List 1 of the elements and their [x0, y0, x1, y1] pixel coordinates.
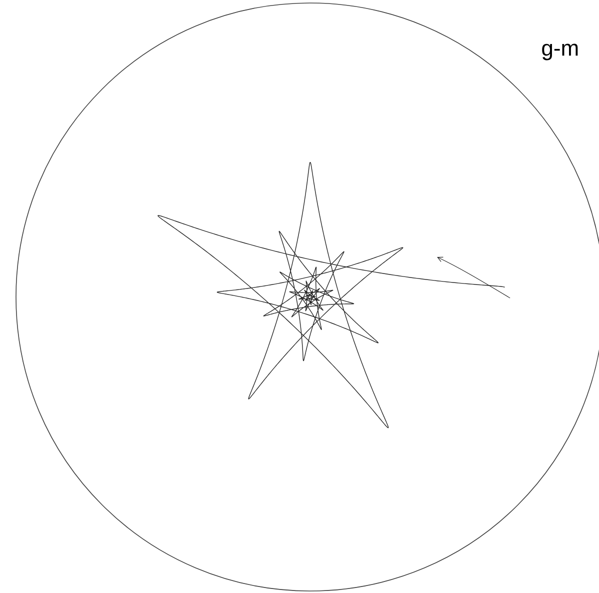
label: g-m — [542, 44, 578, 60]
